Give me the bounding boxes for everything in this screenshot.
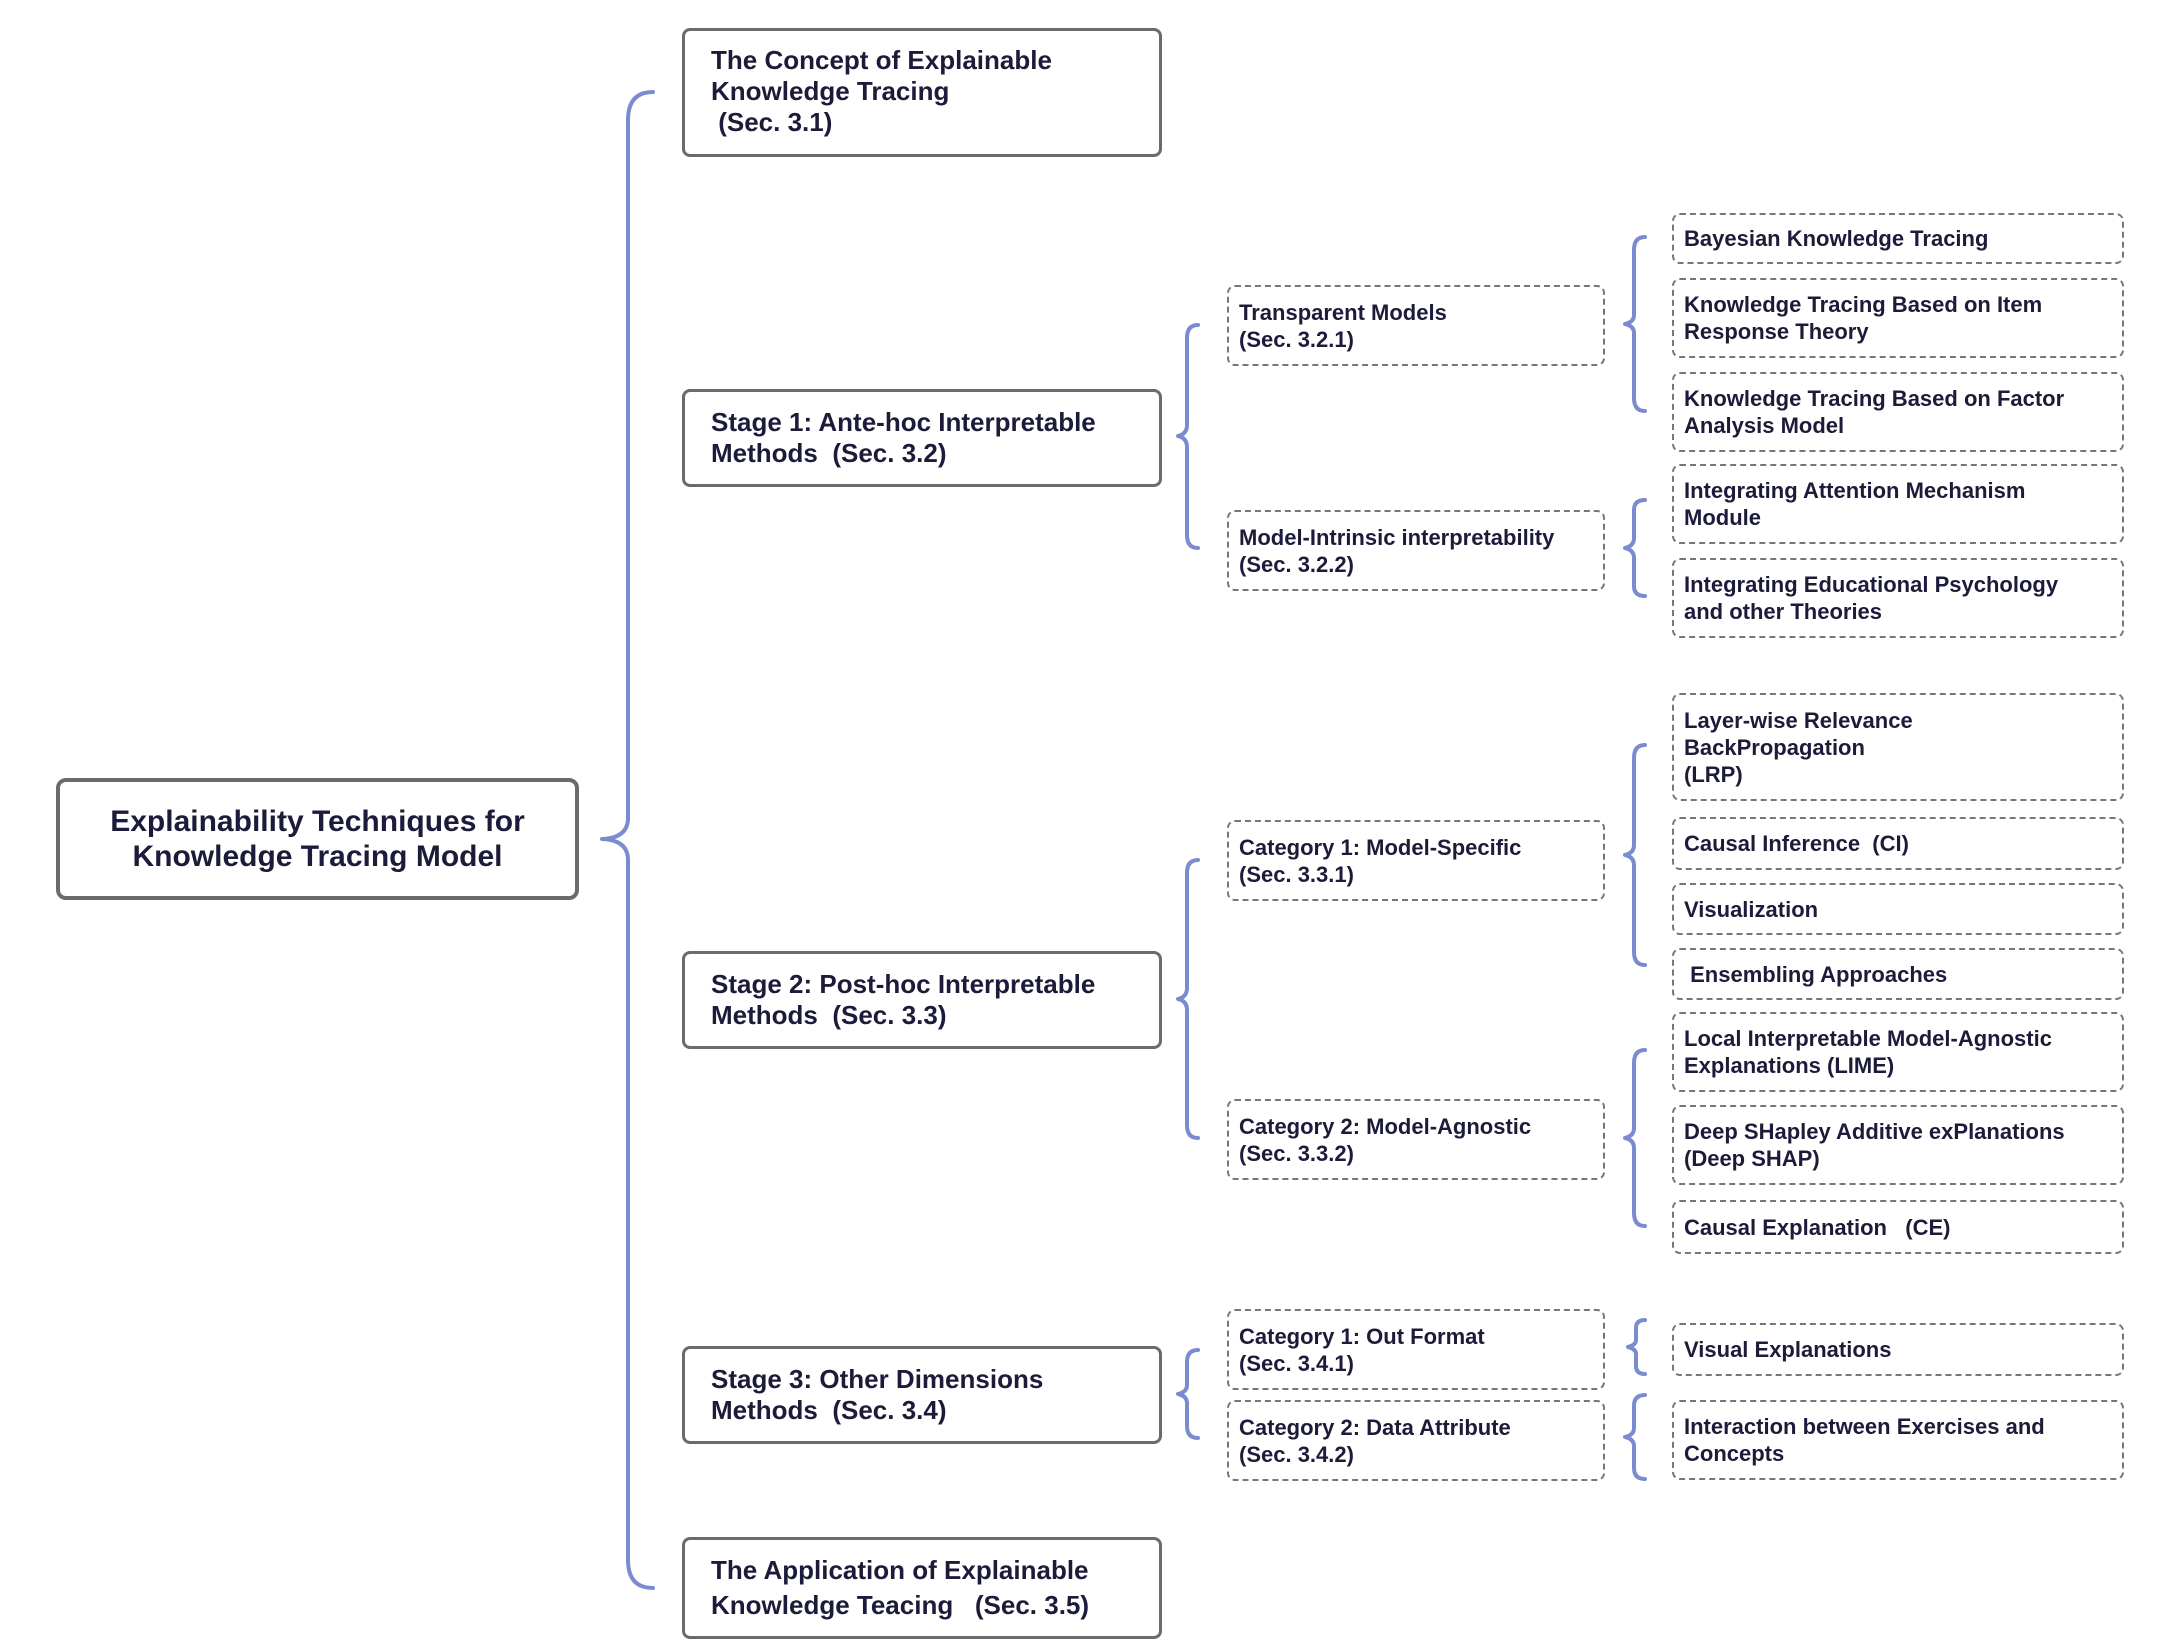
section-application-line2: Knowledge Teacing (Sec. 3.5): [711, 1590, 1090, 1620]
leaf-irt: Knowledge Tracing Based on Item Response…: [1672, 278, 2124, 358]
subsection-out-format-line2: (Sec. 3.4.1): [1239, 1350, 1354, 1376]
leaf-ci-line1: Causal Inference (CI): [1684, 831, 1909, 856]
section-concept-line1: The Concept of Explainable: [711, 45, 1052, 75]
subsection-data-attribute-line1: Category 2: Data Attribute: [1239, 1414, 1511, 1440]
section-stage1: Stage 1: Ante-hoc Interpretable Methods …: [682, 389, 1162, 487]
out-format-bracket: [1626, 1318, 1647, 1376]
leaf-visualization-line1: Visualization: [1684, 896, 1819, 922]
subsection-transparent: Transparent Models (Sec. 3.2.1): [1227, 285, 1605, 366]
section-concept: The Concept of Explainable Knowledge Tra…: [682, 28, 1162, 157]
leaf-bkt-line1: Bayesian Knowledge Tracing: [1684, 226, 1989, 251]
subsection-model-specific-line2: (Sec. 3.3.1): [1239, 861, 1354, 887]
subsection-model-specific: Category 1: Model-Specific (Sec. 3.3.1): [1227, 820, 1605, 901]
leaf-factor-line2: Analysis Model: [1684, 413, 1845, 438]
section-concept-line3: (Sec. 3.1): [711, 107, 833, 137]
stage2-bracket: [1176, 858, 1200, 1140]
leaf-lime-line1: Local Interpretable Model-Agnostic: [1684, 1026, 2052, 1051]
leaf-shap: Deep SHapley Additive exPlanations (Deep…: [1672, 1105, 2124, 1185]
section-stage2-line1: Stage 2: Post-hoc Interpretable: [711, 969, 1096, 999]
section-stage2-line2: Methods (Sec. 3.3): [711, 1000, 947, 1030]
leaf-bkt: Bayesian Knowledge Tracing: [1672, 213, 2124, 264]
section-stage3-line2: Methods (Sec. 3.4): [711, 1395, 947, 1425]
transparent-bracket: [1623, 235, 1647, 413]
subsection-transparent-line2: (Sec. 3.2.1): [1239, 326, 1354, 352]
model-agnostic-bracket: [1623, 1048, 1647, 1228]
stage1-bracket: [1176, 323, 1200, 550]
leaf-lrp: Layer-wise Relevance BackPropagation (LR…: [1672, 693, 2124, 801]
leaf-irt-line1: Knowledge Tracing Based on Item: [1684, 292, 2043, 317]
leaf-irt-line2: Response Theory: [1684, 319, 1869, 344]
leaf-attention-line2: Module: [1684, 505, 1761, 530]
leaf-visual-explanations: Visual Explanations: [1672, 1323, 2124, 1376]
root-node: Explainability Techniques for Knowledge …: [56, 778, 579, 900]
root-label-line2: Knowledge Tracing Model: [132, 840, 503, 873]
section-application: The Application of Explainable Knowledge…: [682, 1537, 1162, 1639]
subsection-intrinsic-line1: Model-Intrinsic interpretability: [1239, 524, 1555, 550]
leaf-psychology: Integrating Educational Psychology and o…: [1672, 558, 2124, 638]
subsection-model-agnostic: Category 2: Model-Agnostic (Sec. 3.3.2): [1227, 1099, 1605, 1180]
subsection-out-format: Category 1: Out Format (Sec. 3.4.1): [1227, 1309, 1605, 1390]
section-stage1-line1: Stage 1: Ante-hoc Interpretable: [711, 407, 1096, 437]
leaf-ensembling: Ensembling Approaches: [1672, 948, 2124, 1000]
leaf-ce: Causal Explanation (CE): [1672, 1200, 2124, 1254]
subsection-intrinsic: Model-Intrinsic interpretability (Sec. 3…: [1227, 510, 1605, 591]
leaf-interaction-line2: Concepts: [1684, 1441, 1785, 1466]
stage3-bracket: [1176, 1348, 1200, 1440]
leaf-shap-line2: (Deep SHAP): [1684, 1146, 1820, 1171]
root-bracket: [600, 90, 655, 1590]
section-stage1-line2: Methods (Sec. 3.2): [711, 438, 947, 468]
leaf-visualization: Visualization: [1672, 883, 2124, 935]
leaf-lrp-line3: (LRP): [1684, 761, 1743, 787]
subsection-model-specific-line1: Category 1: Model-Specific: [1239, 834, 1522, 860]
leaf-psychology-line1: Integrating Educational Psychology: [1684, 572, 2059, 597]
leaf-factor-line1: Knowledge Tracing Based on Factor: [1684, 386, 2065, 411]
section-concept-line2: Knowledge Tracing: [711, 76, 950, 106]
subsection-data-attribute: Category 2: Data Attribute (Sec. 3.4.2): [1227, 1400, 1605, 1481]
leaf-lime: Local Interpretable Model-Agnostic Expla…: [1672, 1012, 2124, 1092]
leaf-attention-line1: Integrating Attention Mechanism: [1684, 478, 2026, 503]
section-stage3: Stage 3: Other Dimensions Methods (Sec. …: [682, 1346, 1162, 1444]
leaf-interaction-line1: Interaction between Exercises and: [1684, 1414, 2045, 1439]
intrinsic-bracket: [1623, 498, 1647, 598]
subsection-data-attribute-line2: (Sec. 3.4.2): [1239, 1441, 1354, 1467]
leaf-shap-line1: Deep SHapley Additive exPlanations: [1684, 1119, 2065, 1144]
leaf-visual-explanations-line1: Visual Explanations: [1684, 1337, 1892, 1362]
section-stage3-line1: Stage 3: Other Dimensions: [711, 1364, 1044, 1394]
data-attribute-bracket: [1623, 1393, 1647, 1481]
leaf-ci: Causal Inference (CI): [1672, 817, 2124, 870]
leaf-psychology-line2: and other Theories: [1684, 599, 1883, 624]
leaf-lime-line2: Explanations (LIME): [1684, 1053, 1895, 1078]
leaf-lrp-line1: Layer-wise Relevance: [1684, 707, 1913, 733]
subsection-out-format-line1: Category 1: Out Format: [1239, 1323, 1485, 1349]
section-application-line1: The Application of Explainable: [711, 1555, 1089, 1585]
root-label-line1: Explainability Techniques for: [110, 805, 525, 838]
leaf-factor: Knowledge Tracing Based on Factor Analys…: [1672, 372, 2124, 452]
model-specific-bracket: [1623, 743, 1647, 967]
leaf-attention: Integrating Attention Mechanism Module: [1672, 464, 2124, 544]
section-stage2: Stage 2: Post-hoc Interpretable Methods …: [682, 951, 1162, 1049]
subsection-transparent-line1: Transparent Models: [1239, 299, 1447, 325]
leaf-interaction: Interaction between Exercises and Concep…: [1672, 1400, 2124, 1480]
leaf-lrp-line2: BackPropagation: [1684, 734, 1865, 760]
subsection-model-agnostic-line1: Category 2: Model-Agnostic: [1239, 1113, 1532, 1139]
subsection-model-agnostic-line2: (Sec. 3.3.2): [1239, 1140, 1354, 1166]
subsection-intrinsic-line2: (Sec. 3.2.2): [1239, 551, 1354, 577]
leaf-ce-line1: Causal Explanation (CE): [1684, 1214, 1951, 1240]
leaf-ensembling-line1: Ensembling Approaches: [1684, 961, 1948, 987]
